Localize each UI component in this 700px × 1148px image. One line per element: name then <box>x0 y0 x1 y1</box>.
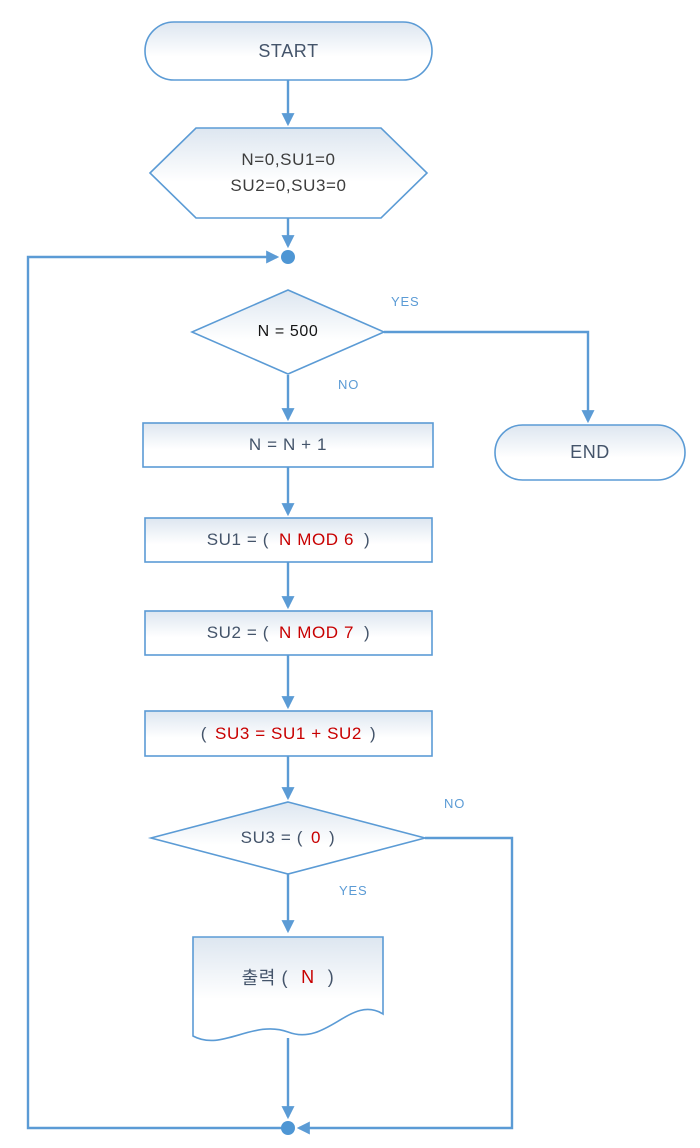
su3-suffix: ) <box>369 723 377 743</box>
su3-prefix: ( <box>200 723 208 743</box>
process-su2-shape <box>144 610 433 656</box>
junction-dot-bottom <box>281 1121 295 1135</box>
decision-su3-highlight: 0 <box>310 828 322 847</box>
su3-highlight: SU3 = SU1 + SU2 <box>215 723 362 743</box>
decision-su3-shape <box>147 801 429 875</box>
output-prefix: 출력 ( <box>241 968 289 988</box>
connector-yes-to-end <box>384 330 595 424</box>
process-su1-shape <box>144 517 433 563</box>
decision-n500-shape <box>190 289 386 375</box>
start-node-shape <box>144 21 433 81</box>
start-label: START <box>258 40 319 61</box>
su1-prefix: SU1 = ( <box>206 530 269 549</box>
process-su1-label: SU1 = ( N MOD 6 ) <box>145 518 432 562</box>
connector-no-branch-2 <box>296 836 514 1135</box>
end-node-shape <box>494 424 686 481</box>
connector-loop-back <box>26 250 288 1130</box>
yes-label-1: YES <box>391 294 420 309</box>
process-su3-shape <box>144 710 433 757</box>
output-highlight: N <box>301 966 315 987</box>
process-increment-label: N = N + 1 <box>248 435 328 454</box>
init-line2: SU2=0,SU3=0 <box>230 176 347 195</box>
su1-highlight: N MOD 6 <box>279 530 355 549</box>
end-label: END <box>570 442 610 462</box>
init-line1: N=0,SU1=0 <box>241 150 336 169</box>
yes-label-2: YES <box>339 883 368 898</box>
su2-prefix: SU2 = ( <box>206 623 269 642</box>
process-increment-shape <box>142 422 434 468</box>
no-label-1: NO <box>338 377 360 392</box>
process-su3-label: ( SU3 = SU1 + SU2 ) <box>145 711 432 756</box>
decision-n500-label: N = 500 <box>257 323 319 340</box>
decision-su3-suffix: ) <box>329 828 336 847</box>
su2-highlight: N MOD 7 <box>279 623 355 642</box>
junction-dot-top <box>281 250 295 264</box>
init-label: N=0,SU1=0 SU2=0,SU3=0 <box>150 128 427 218</box>
init-hexagon-shape <box>148 127 429 219</box>
process-su2-label: SU2 = ( N MOD 7 ) <box>145 611 432 655</box>
output-document-shape <box>192 936 384 1042</box>
su2-suffix: ) <box>364 623 371 642</box>
decision-su3-prefix: SU3 = ( <box>240 828 303 847</box>
su1-suffix: ) <box>364 530 371 549</box>
no-label-2: NO <box>444 796 466 811</box>
decision-su3-label: SU3 = ( 0 ) <box>151 802 425 874</box>
output-suffix: ) <box>327 966 335 987</box>
output-label: 출력 ( N ) <box>193 937 383 1017</box>
